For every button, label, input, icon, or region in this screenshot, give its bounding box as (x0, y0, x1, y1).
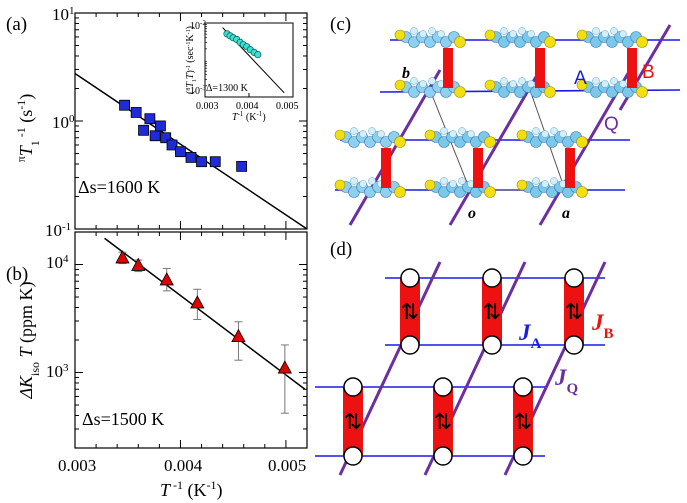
molecule (484, 77, 556, 98)
panel-b-point (190, 295, 205, 309)
molecule (576, 27, 648, 48)
model-panel: ⇅ ⇅ ⇅ ⇅ ⇅ ⇅ JA JB JQ (315, 261, 614, 476)
panel-a-point (155, 120, 166, 132)
panel-a-ylabel: πT1 -1 (s-1) (14, 94, 42, 163)
panel-a-point (166, 139, 178, 151)
panel-a-ytick-bot: 10-1 (45, 221, 71, 240)
spin-pair-arrow: ⇅ (483, 300, 501, 325)
molecule (334, 177, 406, 198)
xtick-0005: 0.005 (268, 456, 306, 475)
inset-xtick-3: 0.005 (276, 101, 299, 112)
panel-b-plot: Δs=1500 K 104 103 0.003 0.004 0.005 T -1… (16, 231, 308, 501)
panel-a-point (236, 160, 248, 172)
inset-frame (204, 22, 294, 98)
panel-b-ytick-top: 104 (46, 253, 69, 272)
panel-b-point (277, 360, 293, 374)
spin-pair-arrow: ⇅ (344, 410, 362, 435)
panel-a-point (196, 156, 207, 168)
panel-b-label: (b) (6, 264, 28, 285)
structure-label-Q: Q (604, 114, 619, 135)
molecule (484, 27, 556, 48)
molecule (516, 177, 588, 198)
panel-a-plot: Δs=1600 K πT1 -1 (s-1) 101 100 10-1 Δ=13… (14, 5, 308, 240)
xtick-0003: 0.003 (58, 456, 96, 475)
structure-label-o: o (468, 205, 476, 222)
panel-b-point (231, 328, 246, 343)
inset-xlabel: T-1 (K-1) (232, 110, 266, 123)
spin-pair-arrow: ⇅ (514, 410, 532, 435)
molecule (394, 77, 466, 98)
panel-a-label: (a) (6, 14, 27, 35)
structure-label-B: B (642, 62, 655, 83)
panel-a-point (209, 156, 221, 168)
panel-a-point (130, 107, 142, 118)
panel-a-annotation: Δs=1600 K (78, 177, 160, 197)
panel-a-point (175, 146, 186, 158)
inset-xtick-1: 0.003 (196, 101, 219, 112)
model-label-JQ: JQ (554, 365, 579, 397)
inset-xtick-2: 0.004 (236, 101, 259, 112)
inset-point (254, 51, 262, 59)
panel-b-ytick-bot: 103 (46, 362, 69, 381)
spin-pair-arrow: ⇅ (434, 410, 452, 435)
panel-a-point (185, 152, 197, 163)
spin-pair-arrow: ⇅ (401, 300, 419, 325)
panel-a-fit-line (74, 72, 308, 230)
panel-b-fit-line (104, 237, 306, 390)
panel-a-ytick-mid: 100 (52, 113, 75, 132)
structure-dimers (381, 48, 637, 188)
molecule (394, 27, 466, 48)
panel-b-xlabel: T -1 (K-1) (160, 478, 223, 501)
inset-ylabel: (8T1T)-1 (sec-1K-1) (185, 26, 198, 94)
molecule (576, 77, 648, 98)
structure-panel: b o a A B Q (334, 24, 681, 226)
panel-a-point (160, 132, 172, 144)
panel-a-point (144, 113, 156, 125)
panel-d-label: (d) (330, 239, 352, 260)
molecule (424, 127, 496, 148)
panel-b-annotation: Δs=1500 K (82, 409, 164, 429)
structure-label-A: A (574, 68, 587, 89)
panel-a-point (138, 124, 149, 136)
spin-pair-arrow: ⇅ (565, 300, 583, 325)
molecule (424, 177, 496, 198)
panel-a-point (119, 99, 130, 111)
panel-b-point (131, 257, 146, 271)
structure-label-a: a (562, 205, 570, 222)
panel-b-ylabel: ΔKiso T (ppm K) (16, 281, 42, 399)
panel-b-point (159, 272, 174, 286)
model-sites (343, 268, 584, 466)
molecule (516, 127, 588, 148)
model-dimers (343, 278, 584, 456)
model-label-JB: JB (591, 310, 614, 342)
inset-annotation: Δ=1300 K (206, 83, 249, 94)
xtick-0004: 0.004 (164, 456, 203, 475)
panel-b-point (115, 250, 130, 264)
structure-label-b: b (402, 65, 410, 82)
panel-a-ytick-top: 101 (52, 5, 75, 24)
model-label-JA: JA (518, 320, 542, 352)
molecule (334, 127, 406, 148)
panel-a-inset: Δ=1300 K 10-2 10-3 0.003 0.004 0.005 T-1… (185, 19, 299, 123)
panel-c-label: (c) (330, 14, 351, 35)
panel-a-point (149, 130, 161, 142)
